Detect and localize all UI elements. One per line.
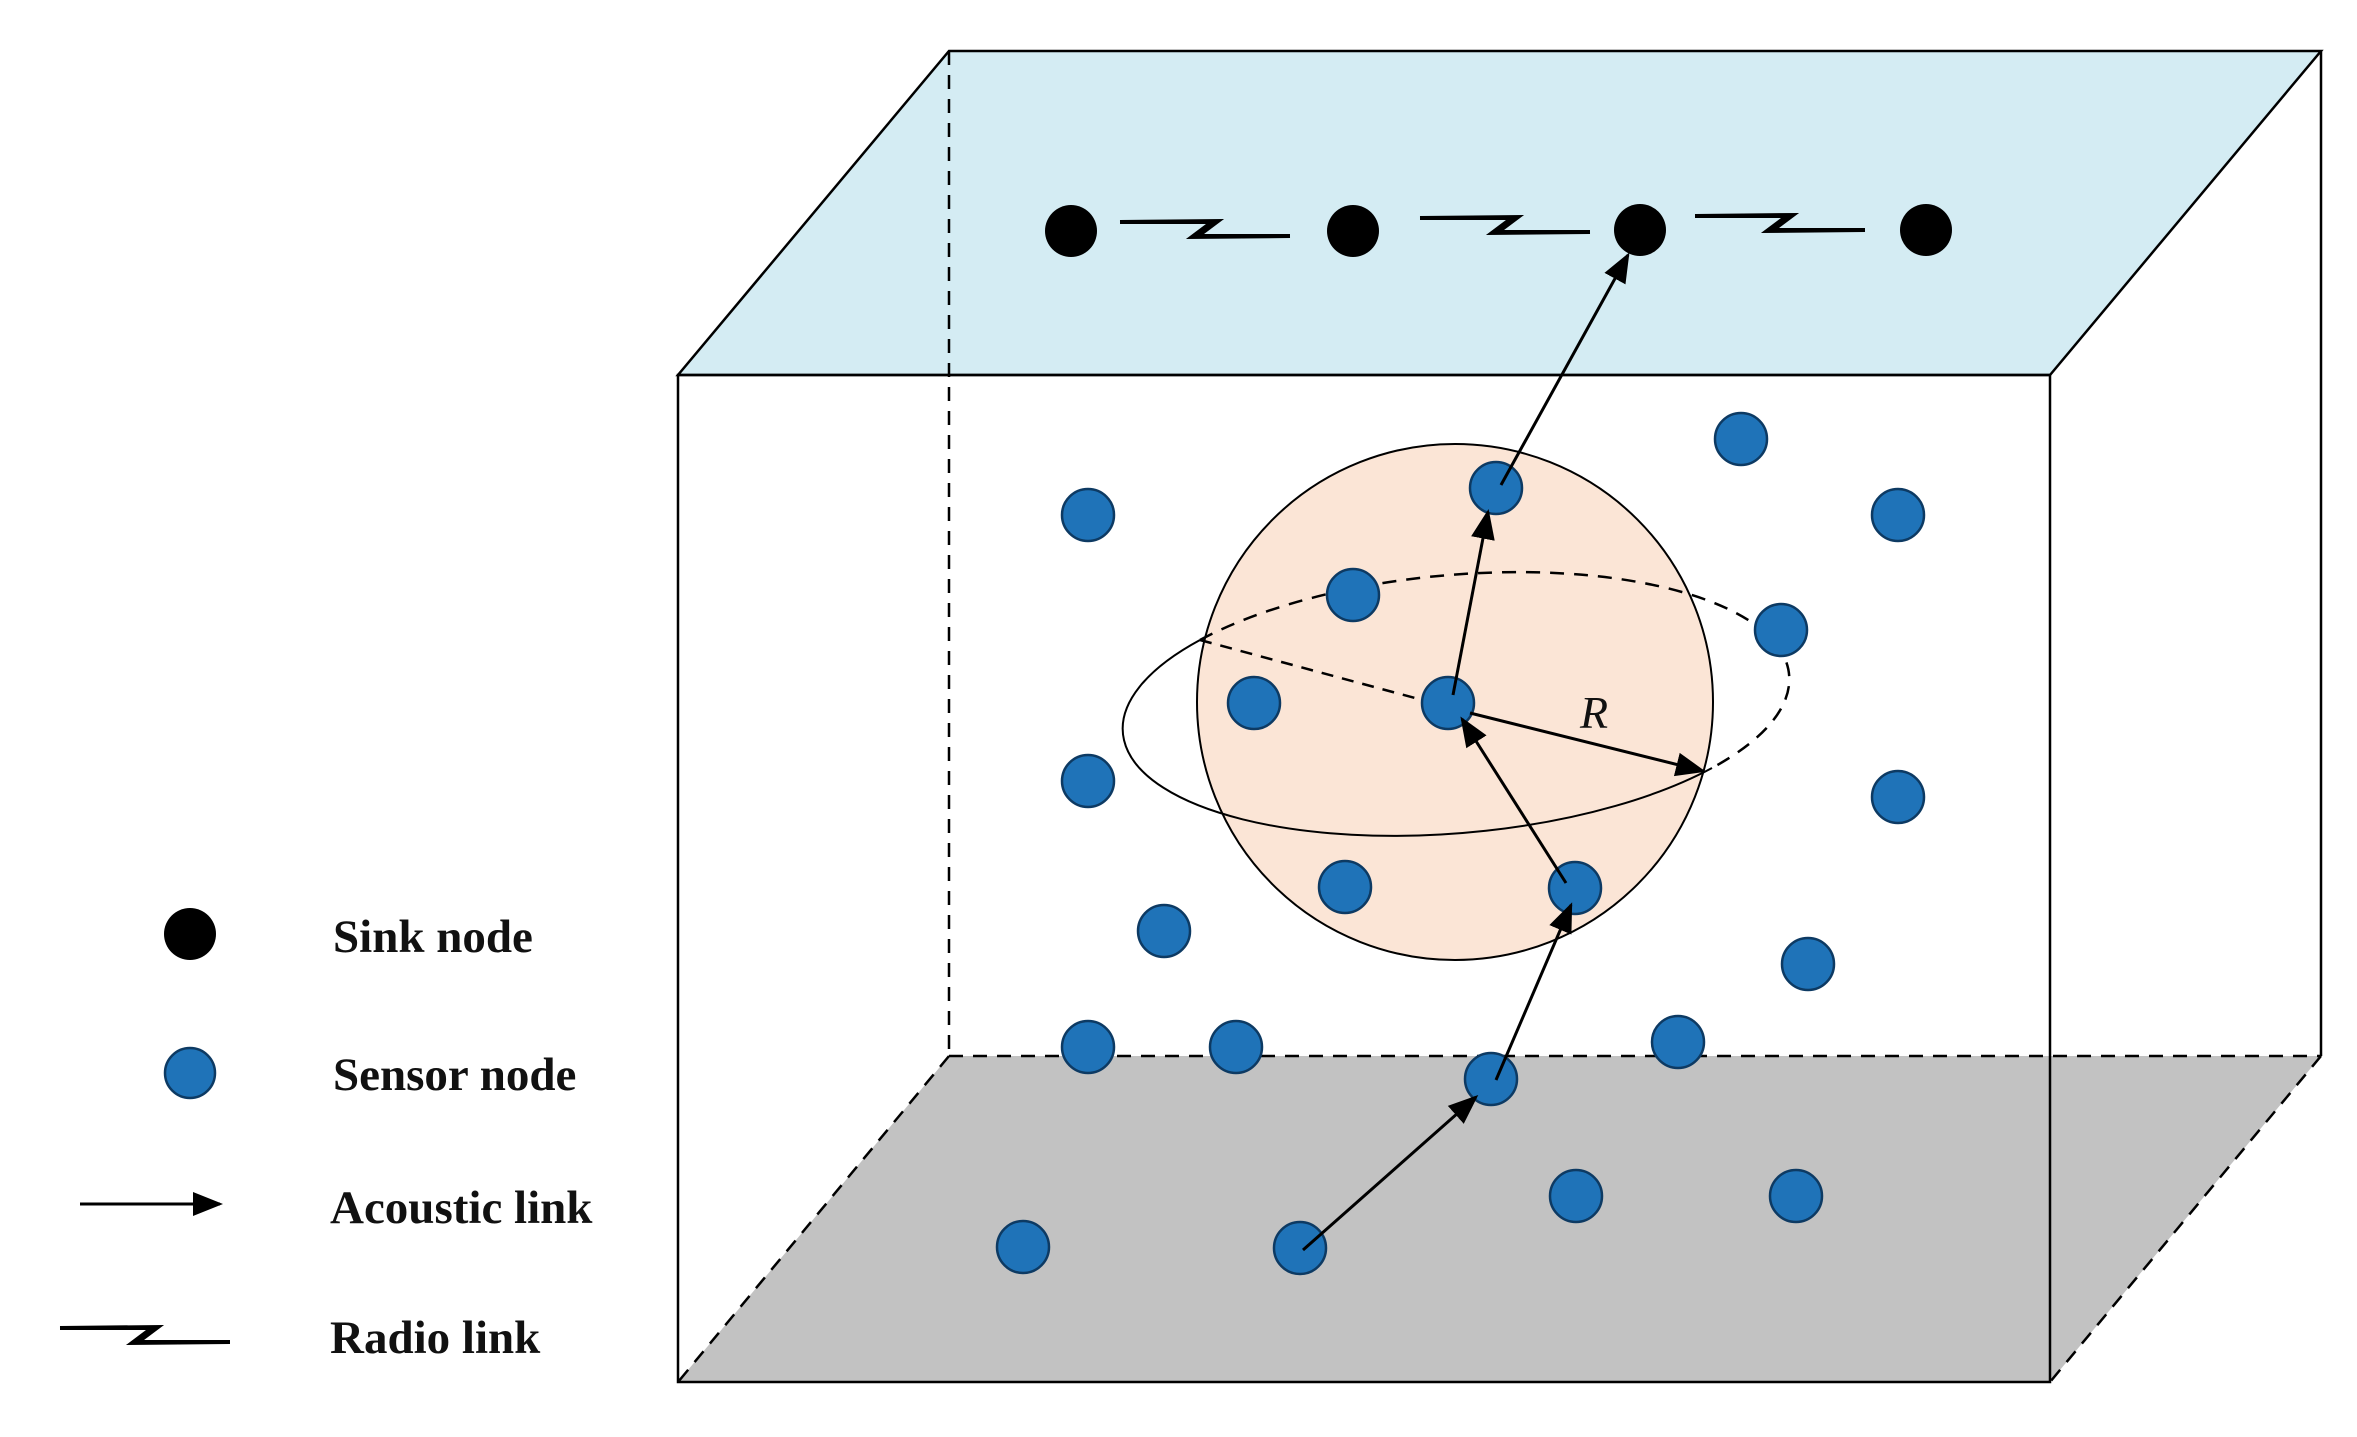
water-surface	[675, 49, 2324, 377]
sensor-node	[1060, 753, 1116, 809]
acoustic-link	[1451, 509, 1495, 696]
legend-radio-label: Radio link	[330, 1312, 541, 1364]
legend-sink-icon	[164, 908, 216, 960]
sensor-node	[1870, 487, 1926, 543]
sensor-node	[1208, 1019, 1264, 1075]
acoustic-link	[1499, 252, 1630, 486]
sink-node	[1614, 204, 1666, 256]
sink-node	[1045, 205, 1097, 257]
legend-sink-label: Sink node	[333, 911, 533, 963]
acoustic-link	[1460, 716, 1568, 884]
sensor-node	[1768, 1168, 1824, 1224]
sensor-node	[1136, 903, 1192, 959]
cube-edges	[676, 51, 2323, 1384]
sensor-node	[1753, 602, 1809, 658]
legend-sensor-label: Sensor node	[333, 1049, 576, 1101]
legend-acoustic-label: Acoustic link	[330, 1182, 593, 1234]
sensor-node	[1870, 769, 1926, 825]
sink-nodes	[1045, 204, 1952, 257]
acoustic-links	[1302, 252, 1706, 1252]
sensor-node	[995, 1219, 1051, 1275]
radius-label: R	[1579, 687, 1608, 738]
sensor-node	[1325, 567, 1381, 623]
sensor-node	[1548, 1168, 1604, 1224]
sensor-node	[1420, 675, 1476, 731]
acoustic-link	[1494, 902, 1573, 1081]
sensor-nodes	[995, 411, 1926, 1276]
hidden-edges	[677, 51, 2322, 1383]
sensor-node	[1780, 936, 1836, 992]
sink-node	[1327, 205, 1379, 257]
sphere-equator-back	[1199, 570, 1791, 770]
legend: Sink node Sensor node Acoustic link Radi…	[58, 908, 593, 1364]
sensor-node	[1317, 859, 1373, 915]
sensor-node	[1463, 1051, 1519, 1107]
legend-radio-icon	[58, 1325, 232, 1345]
sphere-diameter	[1199, 638, 1453, 710]
radius-arrow	[1469, 711, 1706, 777]
acoustic-link	[1302, 1095, 1479, 1252]
legend-sensor-icon	[163, 1046, 217, 1100]
sensor-node	[1713, 411, 1769, 467]
sensor-node	[1468, 460, 1524, 516]
sensor-node	[1060, 487, 1116, 543]
seabed	[678, 1056, 2321, 1382]
sensor-node	[1226, 675, 1282, 731]
sensor-node	[1060, 1019, 1116, 1075]
sphere-equator-front	[1121, 639, 1713, 837]
sensor-node	[1650, 1014, 1706, 1070]
sensor-node	[1272, 1220, 1328, 1276]
sink-node	[1900, 204, 1952, 256]
